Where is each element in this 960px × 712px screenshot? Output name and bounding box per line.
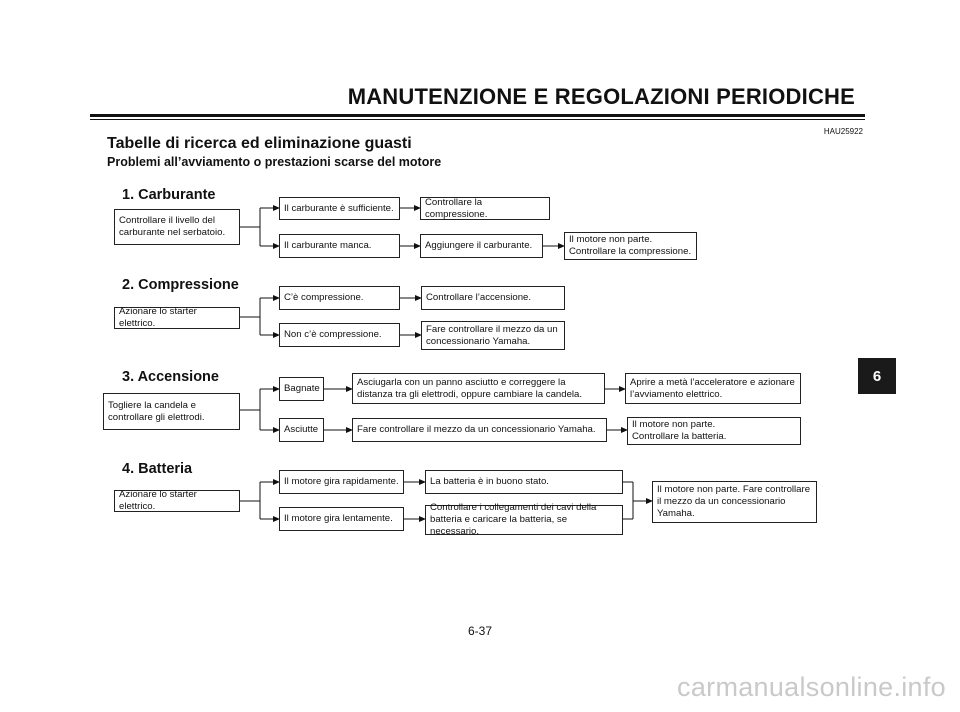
flow-box-end: Fare controllare il mezzo da un concessi…	[421, 321, 565, 350]
flow-box: C’è compressione.	[279, 286, 400, 310]
flow-box: Controllare i collegamenti dei cavi dell…	[425, 502, 623, 537]
flow-box-end: Il motore non parte. Fare controllare il…	[652, 481, 817, 523]
flow-box: Controllare l’accensione.	[421, 286, 565, 310]
page-subtitle: Problemi all’avviamento o prestazioni sc…	[107, 155, 442, 169]
flow-box: Asciugarla con un panno asciutto e corre…	[352, 373, 605, 404]
flow-box-end: Aprire a metà l’acceleratore e azionare …	[625, 373, 801, 404]
flow-box: Il carburante manca.	[279, 234, 400, 258]
flow-box: Fare controllare il mezzo da un concessi…	[352, 418, 607, 442]
flow-box: Aggiungere il carburante.	[420, 234, 543, 258]
flow-box-start: Azionare lo starter elettrico.	[114, 489, 240, 512]
flow-box-line: Il motore non parte.	[569, 234, 653, 245]
flow-box: Controllare la compressione.	[420, 197, 550, 220]
flow-box: Il motore gira rapidamente.	[279, 470, 404, 494]
flow-box: Asciutte	[279, 418, 324, 442]
flow-box: La batteria è in buono stato.	[425, 470, 623, 494]
header-rule-thin	[90, 119, 865, 120]
header-rule	[90, 114, 865, 117]
flow-box-line: Controllare la compressione.	[569, 246, 692, 257]
flow-box: Il carburante è sufficiente.	[279, 197, 400, 220]
page-title: Tabelle di ricerca ed eliminazione guast…	[107, 135, 412, 152]
flow-box-start: Azionare lo starter elettrico.	[114, 306, 240, 329]
document-code: HAU25922	[823, 127, 863, 136]
flow-box: Bagnate	[279, 377, 324, 401]
section-heading-carburante: 1. Carburante	[122, 187, 216, 203]
flow-box-start: Togliere la candela e controllare gli el…	[103, 393, 240, 430]
flow-box-end: Il motore non parte. Controllare la comp…	[564, 232, 697, 260]
section-heading-compressione: 2. Compressione	[122, 277, 239, 293]
chapter-tab: 6	[858, 358, 896, 394]
flow-box-line: Il motore non parte.	[632, 419, 716, 430]
flow-box-end: Il motore non parte. Controllare la batt…	[627, 417, 801, 445]
watermark: carmanualsonline.info	[677, 672, 946, 702]
flow-box: Non c’è compressione.	[279, 323, 400, 347]
flow-box: Il motore gira lentamente.	[279, 507, 404, 531]
section-heading-batteria: 4. Batteria	[122, 461, 193, 477]
section-heading-accensione: 3. Accensione	[122, 369, 219, 385]
flow-box-line: Controllare la batteria.	[632, 431, 727, 442]
flow-box-start: Controllare il livello del carburante ne…	[114, 209, 240, 245]
page-number: 6-37	[467, 624, 493, 638]
page-header-title: MANUTENZIONE E REGOLAZIONI PERIODICHE	[347, 84, 855, 109]
